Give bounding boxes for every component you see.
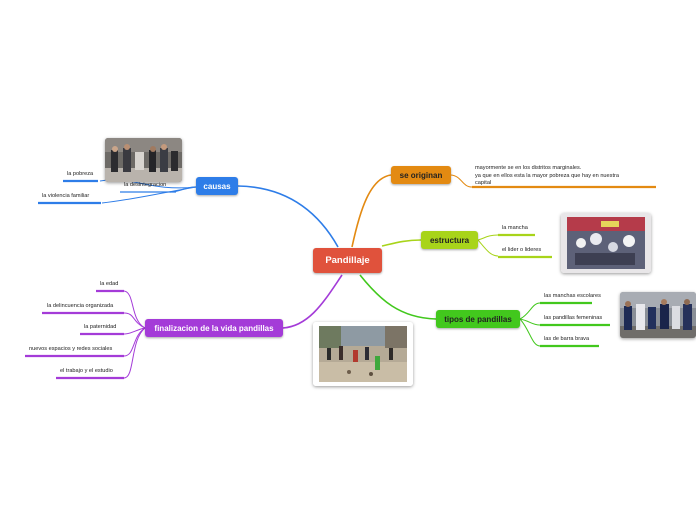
- leaf-la-edad[interactable]: la edad: [100, 281, 119, 287]
- connector-causas-violencia: [101, 186, 197, 204]
- topic-causas-label: causas: [203, 181, 231, 191]
- connector-central-estructura: [381, 239, 422, 247]
- leaf-barra-brava[interactable]: las de barra brava: [544, 336, 590, 342]
- leaf-desintegracion[interactable]: la desintegracion: [124, 182, 167, 188]
- leaf-lider[interactable]: el lider o lideres: [502, 247, 542, 253]
- crowd-photo[interactable]: [561, 213, 651, 273]
- originan-line-1: mayormente se en los distritos marginale…: [475, 165, 582, 171]
- topic-se-originan-label: se originan: [399, 170, 443, 180]
- leaf-pandillas-femeninas[interactable]: las pandillas femeninas: [544, 315, 603, 321]
- connector-fin-paternidad: [123, 327, 146, 335]
- leaf-paternidad[interactable]: la paternidad: [84, 324, 117, 330]
- students-photo[interactable]: [620, 292, 696, 338]
- police-scene-photo[interactable]: [105, 138, 182, 182]
- connector-tipos-escolares: [519, 302, 541, 320]
- central-topic-label: Pandillaje: [325, 255, 370, 266]
- topic-tipos-de-pandillas[interactable]: tipos de pandillas: [436, 310, 520, 328]
- topic-se-originan[interactable]: se originan: [391, 166, 451, 184]
- connector-tipos-femeninas: [519, 318, 541, 326]
- topic-tipos-label: tipos de pandillas: [444, 314, 512, 324]
- connector-fin-trabajo: [123, 327, 146, 379]
- leaf-originan-text[interactable]: mayormente se en los distritos marginale…: [475, 165, 619, 188]
- connector-tipos-barra: [519, 318, 541, 347]
- topic-estructura-label: estructura: [429, 235, 470, 245]
- leaf-delincuencia-organizada[interactable]: la delincuencia organizada: [47, 303, 114, 309]
- connector-central-causas: [237, 185, 339, 248]
- leaf-violencia-familiar[interactable]: la violencia familiar: [42, 193, 90, 199]
- leaf-pobreza[interactable]: la pobreza: [67, 171, 94, 177]
- connector-central-finalizacion: [282, 274, 343, 329]
- connector-fin-edad: [123, 290, 146, 329]
- leaf-la-mancha[interactable]: la mancha: [502, 225, 528, 231]
- topic-causas[interactable]: causas: [196, 177, 238, 195]
- connector-originan-text: [450, 174, 473, 188]
- leaf-manchas-escolares[interactable]: las manchas escolares: [544, 293, 601, 299]
- leaf-nuevos-espacios[interactable]: nuevos espacios y redes sociales: [29, 346, 113, 352]
- connector-central-originan: [351, 174, 392, 248]
- connector-fin-delincuencia: [123, 312, 146, 329]
- street-fight-photo[interactable]: [313, 322, 413, 386]
- topic-estructura[interactable]: estructura: [421, 231, 478, 249]
- connector-central-tipos: [359, 274, 437, 320]
- originan-line-2: ya que en ellos esta la mayor pobreza qu…: [475, 172, 619, 179]
- leaf-trabajo-estudio[interactable]: el trabajo y el estudio: [60, 368, 113, 374]
- central-topic[interactable]: Pandillaje: [313, 248, 382, 273]
- connector-estructura-mancha: [477, 234, 499, 241]
- topic-finalizacion[interactable]: finalizacion de la vida pandillas: [145, 319, 283, 337]
- topic-finalizacion-label: finalizacion de la vida pandillas: [154, 323, 274, 333]
- connector-estructura-lider: [477, 239, 499, 257]
- originan-line-3: capital: [475, 180, 492, 186]
